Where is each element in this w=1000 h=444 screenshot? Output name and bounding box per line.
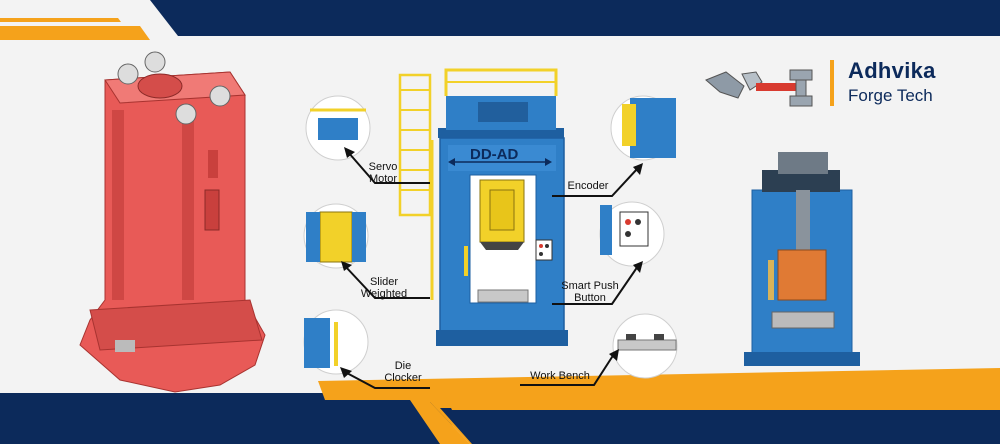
callout-servo-motor-circle (305, 95, 371, 161)
callout-label-servo-motor: Servo Motor (368, 161, 398, 185)
right-cutaway-press-illustration (744, 152, 860, 366)
callout-label-encoder: Encoder (567, 180, 609, 192)
leader-arrowheads (340, 147, 643, 378)
callout-die-clocker-circle (303, 309, 369, 375)
brand-name: Adhvika (848, 58, 936, 83)
callout-slider-weighted-circle (303, 203, 369, 269)
logo-mark (705, 60, 834, 107)
central-press-illustration (398, 68, 568, 346)
top-orange-thin-stripe (0, 18, 121, 22)
callout-label-die-clocker: Die Clocker (384, 360, 422, 384)
bottom-navy-sliver (440, 408, 1000, 444)
callout-smart-push-button-circle (599, 201, 665, 267)
top-navy-band (150, 0, 1000, 36)
callout-label-smart-push-button: Smart Push Button (561, 280, 619, 304)
top-orange-stripe (0, 26, 150, 40)
callout-label-slider-weighted: Slider Weighted (360, 276, 408, 300)
bottom-navy-band (0, 393, 465, 444)
machine-model-label: DD-AD (470, 146, 519, 163)
red-frame-illustration (79, 51, 266, 393)
callout-label-work-bench: Work Bench (530, 370, 590, 382)
leader-lines (344, 151, 639, 389)
callout-work-bench-circle (612, 313, 678, 379)
bottom-orange-band (318, 368, 1000, 444)
brand-tagline: Forge Tech (848, 86, 933, 105)
bottom-orange-top (445, 395, 1000, 410)
callout-encoder-circle (610, 95, 676, 161)
